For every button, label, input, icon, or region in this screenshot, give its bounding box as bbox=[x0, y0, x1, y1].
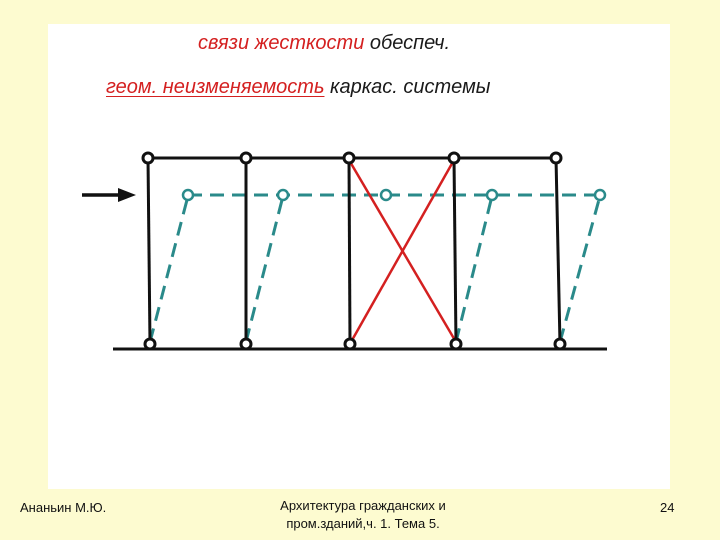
base-joint bbox=[449, 337, 463, 351]
author-name: Ананьин М.Ю. bbox=[20, 500, 107, 515]
top-joint bbox=[141, 151, 155, 165]
deformed-column-1 bbox=[148, 195, 190, 343]
deformed-joint bbox=[485, 188, 499, 202]
brace-diagonal-2 bbox=[349, 159, 456, 343]
title-line-1: связи жесткости обеспеч. bbox=[198, 32, 450, 55]
deformed-joint bbox=[593, 188, 607, 202]
title-line-2: геом. неизменяемость каркас. системы bbox=[106, 76, 491, 99]
title-dark-text-2: каркас. системы bbox=[324, 76, 491, 98]
base-joint bbox=[343, 337, 357, 351]
base-joint bbox=[143, 337, 157, 351]
page-number: 24 bbox=[660, 500, 675, 515]
arrow-right-icon bbox=[82, 188, 136, 202]
title-red-underlined-text: геом. неизменяемость bbox=[106, 76, 325, 98]
top-joint bbox=[342, 151, 356, 165]
course-title-line-2: пром.зданий,ч. 1. Тема 5. bbox=[286, 516, 440, 531]
deformed-joint bbox=[181, 188, 195, 202]
base-joint bbox=[553, 337, 567, 351]
column-4 bbox=[452, 157, 458, 345]
top-joint bbox=[447, 151, 461, 165]
column-5 bbox=[554, 157, 562, 345]
deformed-joint bbox=[276, 188, 290, 202]
frame-joints bbox=[141, 151, 567, 351]
course-title-line-1: Архитектура гражданских и bbox=[280, 498, 446, 513]
title-red-text: связи жесткости bbox=[198, 32, 365, 54]
deformed-joints bbox=[181, 188, 607, 202]
bracing-cross bbox=[347, 159, 458, 343]
original-frame bbox=[113, 156, 607, 351]
column-3 bbox=[347, 157, 352, 345]
base-joint bbox=[239, 337, 253, 351]
deformed-column-4 bbox=[454, 195, 494, 343]
column-1 bbox=[146, 157, 152, 345]
deformed-column-5 bbox=[558, 195, 602, 343]
deformed-frame bbox=[148, 193, 602, 343]
deformed-column-2 bbox=[244, 195, 285, 343]
course-title: Архитектура гражданских и пром.зданий,ч.… bbox=[263, 497, 463, 533]
title-dark-text: обеспеч. bbox=[364, 32, 451, 54]
slide-sheet bbox=[48, 24, 670, 489]
top-joint bbox=[239, 151, 253, 165]
top-joint bbox=[549, 151, 563, 165]
deformed-joint bbox=[379, 188, 393, 202]
